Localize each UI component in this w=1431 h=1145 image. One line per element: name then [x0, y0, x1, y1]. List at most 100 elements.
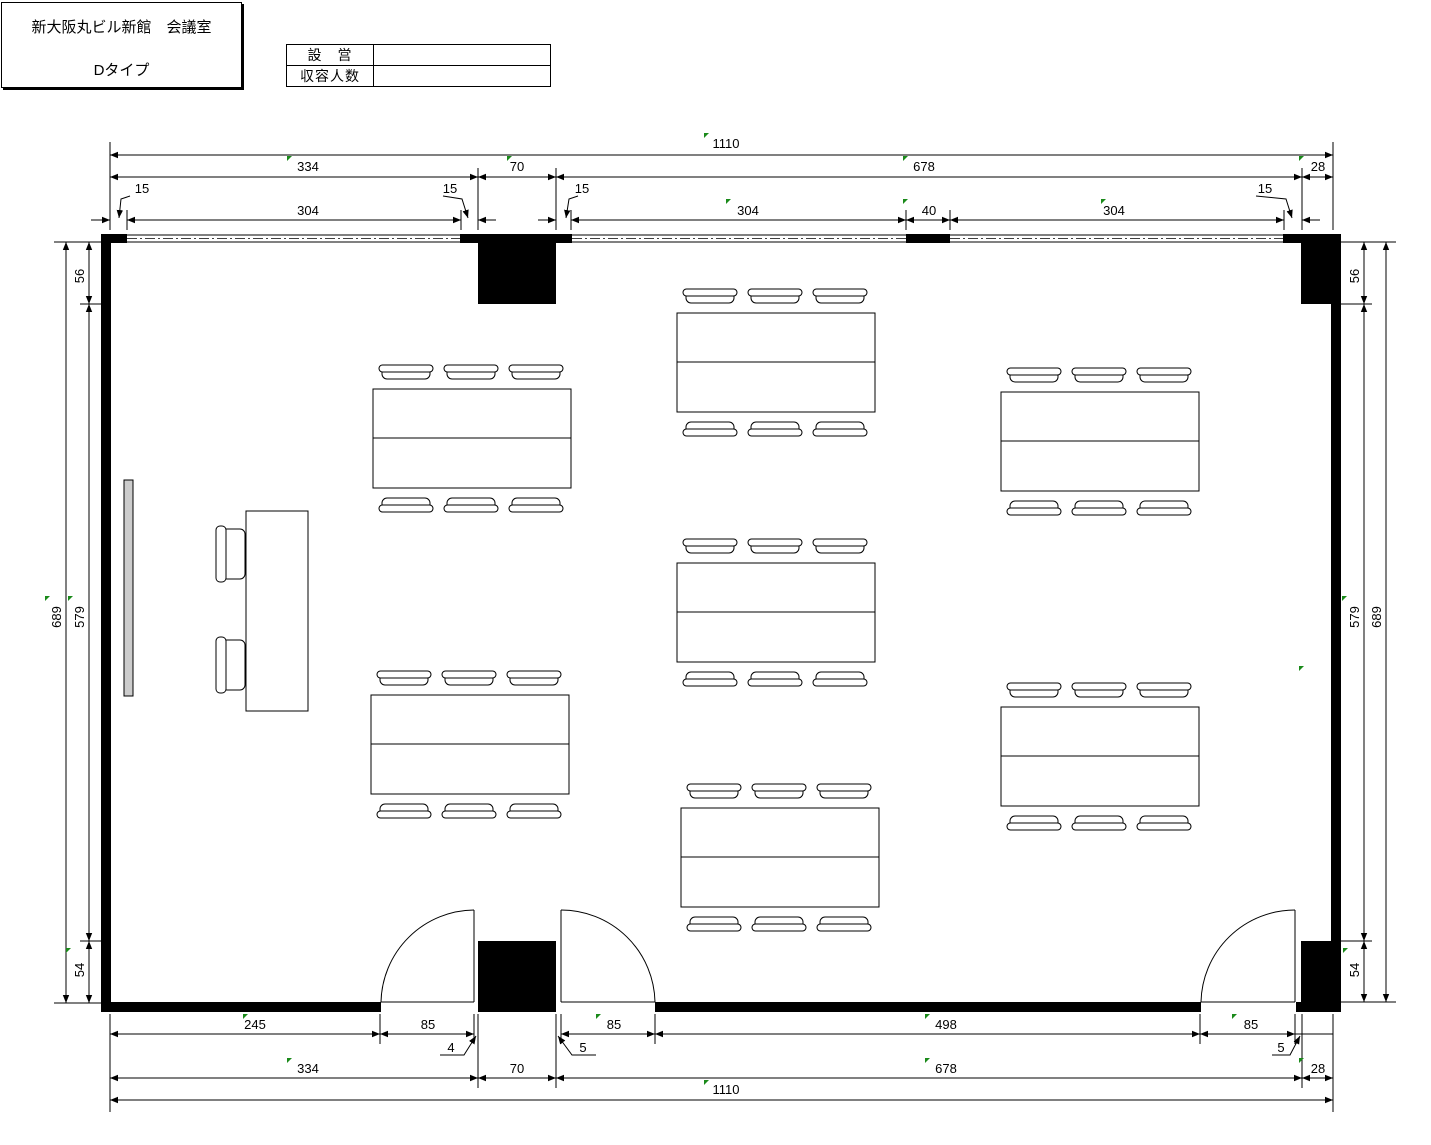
- table-group: [1000, 367, 1200, 516]
- dim-right-top: 56: [1347, 269, 1362, 283]
- dim-bottom-498: 498: [935, 1017, 957, 1032]
- info-value-capacity[interactable]: [373, 65, 551, 87]
- note-marker: [704, 133, 709, 138]
- chair: [682, 671, 738, 687]
- note-marker: [596, 1014, 601, 1019]
- title-room-type: Dタイプ: [93, 62, 150, 79]
- window-right: [950, 234, 1283, 243]
- dim-left-bottom: 54: [72, 963, 87, 977]
- walls: [101, 234, 1341, 1012]
- chair: [682, 421, 738, 437]
- dimension-lines: [54, 142, 1396, 1112]
- windows: [127, 234, 1283, 243]
- note-marker: [1299, 666, 1304, 671]
- dim-window-left: 304: [297, 203, 319, 218]
- dim-right-bottom: 54: [1347, 963, 1362, 977]
- note-marker: [68, 596, 73, 601]
- wall-bottom-middle: [655, 1002, 1201, 1012]
- chair: [376, 803, 432, 819]
- note-marker: [726, 199, 731, 204]
- dim-bottom-door-3: 85: [1244, 1017, 1258, 1032]
- chair: [506, 670, 562, 686]
- chair: [812, 538, 868, 554]
- table-group: [680, 783, 880, 932]
- dim-bottom-left-section: 334: [297, 1061, 319, 1076]
- chair: [751, 916, 807, 932]
- wall-top-seg-1: [460, 234, 480, 243]
- dim-left-top: 56: [72, 269, 87, 283]
- note-marker: [45, 596, 50, 601]
- chair: [816, 783, 872, 799]
- title-box: 新大阪丸ビル新館 会議室 Dタイプ: [1, 2, 242, 88]
- chair: [686, 916, 742, 932]
- pillar-top-right: [1301, 234, 1341, 304]
- chair: [378, 364, 434, 380]
- dim-bottom-5b: 5: [1277, 1040, 1284, 1055]
- note-marker: [903, 199, 908, 204]
- chair: [747, 421, 803, 437]
- note-marker: [1101, 199, 1106, 204]
- info-row-capacity: 収容人数: [286, 65, 551, 87]
- chair: [1006, 815, 1062, 831]
- wall-top-pillar-40: [906, 234, 950, 243]
- chair: [508, 364, 564, 380]
- chair: [443, 364, 499, 380]
- wall-top-seg-2: [555, 234, 572, 243]
- podium-chair-2: [215, 636, 246, 694]
- chair: [816, 916, 872, 932]
- note-marker: [66, 948, 71, 953]
- chair: [1136, 815, 1192, 831]
- chair: [1006, 367, 1062, 383]
- chair: [1136, 682, 1192, 698]
- podium-table: [245, 510, 309, 712]
- dim-left-mid: 579: [72, 606, 87, 628]
- note-marker: [1299, 1058, 1304, 1063]
- chair: [747, 288, 803, 304]
- chair: [1071, 500, 1127, 516]
- dim-bottom-overall: 1110: [713, 1082, 740, 1097]
- window-middle: [572, 234, 906, 243]
- dim-window-mid: 304: [737, 203, 759, 218]
- chair: [812, 288, 868, 304]
- pillar-bottom-right: [1301, 941, 1341, 1012]
- dim-window-inset-4: 15: [1258, 181, 1272, 196]
- chair: [812, 421, 868, 437]
- wall-top-corner-left: [101, 234, 127, 243]
- table-group: [676, 538, 876, 687]
- note-marker: [507, 156, 512, 161]
- chair: [682, 288, 738, 304]
- table-group: [676, 288, 876, 437]
- note-marker: [243, 1014, 248, 1019]
- chair: [1071, 815, 1127, 831]
- doors: [380, 909, 1296, 1003]
- dim-bottom-door-2: 85: [607, 1017, 621, 1032]
- dim-right-mid: 579: [1347, 606, 1362, 628]
- dim-top-overall: 1110: [713, 136, 740, 151]
- chair: [441, 803, 497, 819]
- chair: [747, 538, 803, 554]
- whiteboard: [123, 479, 134, 697]
- dim-bottom-4: 4: [447, 1040, 454, 1055]
- chair: [747, 671, 803, 687]
- dim-top-left-section: 334: [297, 159, 319, 174]
- dim-bottom-5a: 5: [579, 1040, 586, 1055]
- chair: [376, 670, 432, 686]
- dim-top-gap: 70: [510, 159, 524, 174]
- chair: [378, 497, 434, 513]
- dim-window-inset-3: 15: [575, 181, 589, 196]
- dim-window-inset-2: 15: [443, 181, 457, 196]
- chair: [1136, 367, 1192, 383]
- chair: [1071, 682, 1127, 698]
- note-marker: [1342, 596, 1347, 601]
- dim-window-right: 304: [1103, 203, 1125, 218]
- note-marker: [925, 1058, 930, 1063]
- info-table: 設 営 収容人数: [286, 44, 551, 87]
- note-marker: [704, 1080, 709, 1085]
- note-marker: [1232, 1014, 1237, 1019]
- dim-top-end: 28: [1311, 159, 1325, 174]
- chair: [812, 671, 868, 687]
- chair: [682, 538, 738, 554]
- dim-bottom-gap: 70: [510, 1061, 524, 1076]
- note-marker: [287, 156, 292, 161]
- chair: [508, 497, 564, 513]
